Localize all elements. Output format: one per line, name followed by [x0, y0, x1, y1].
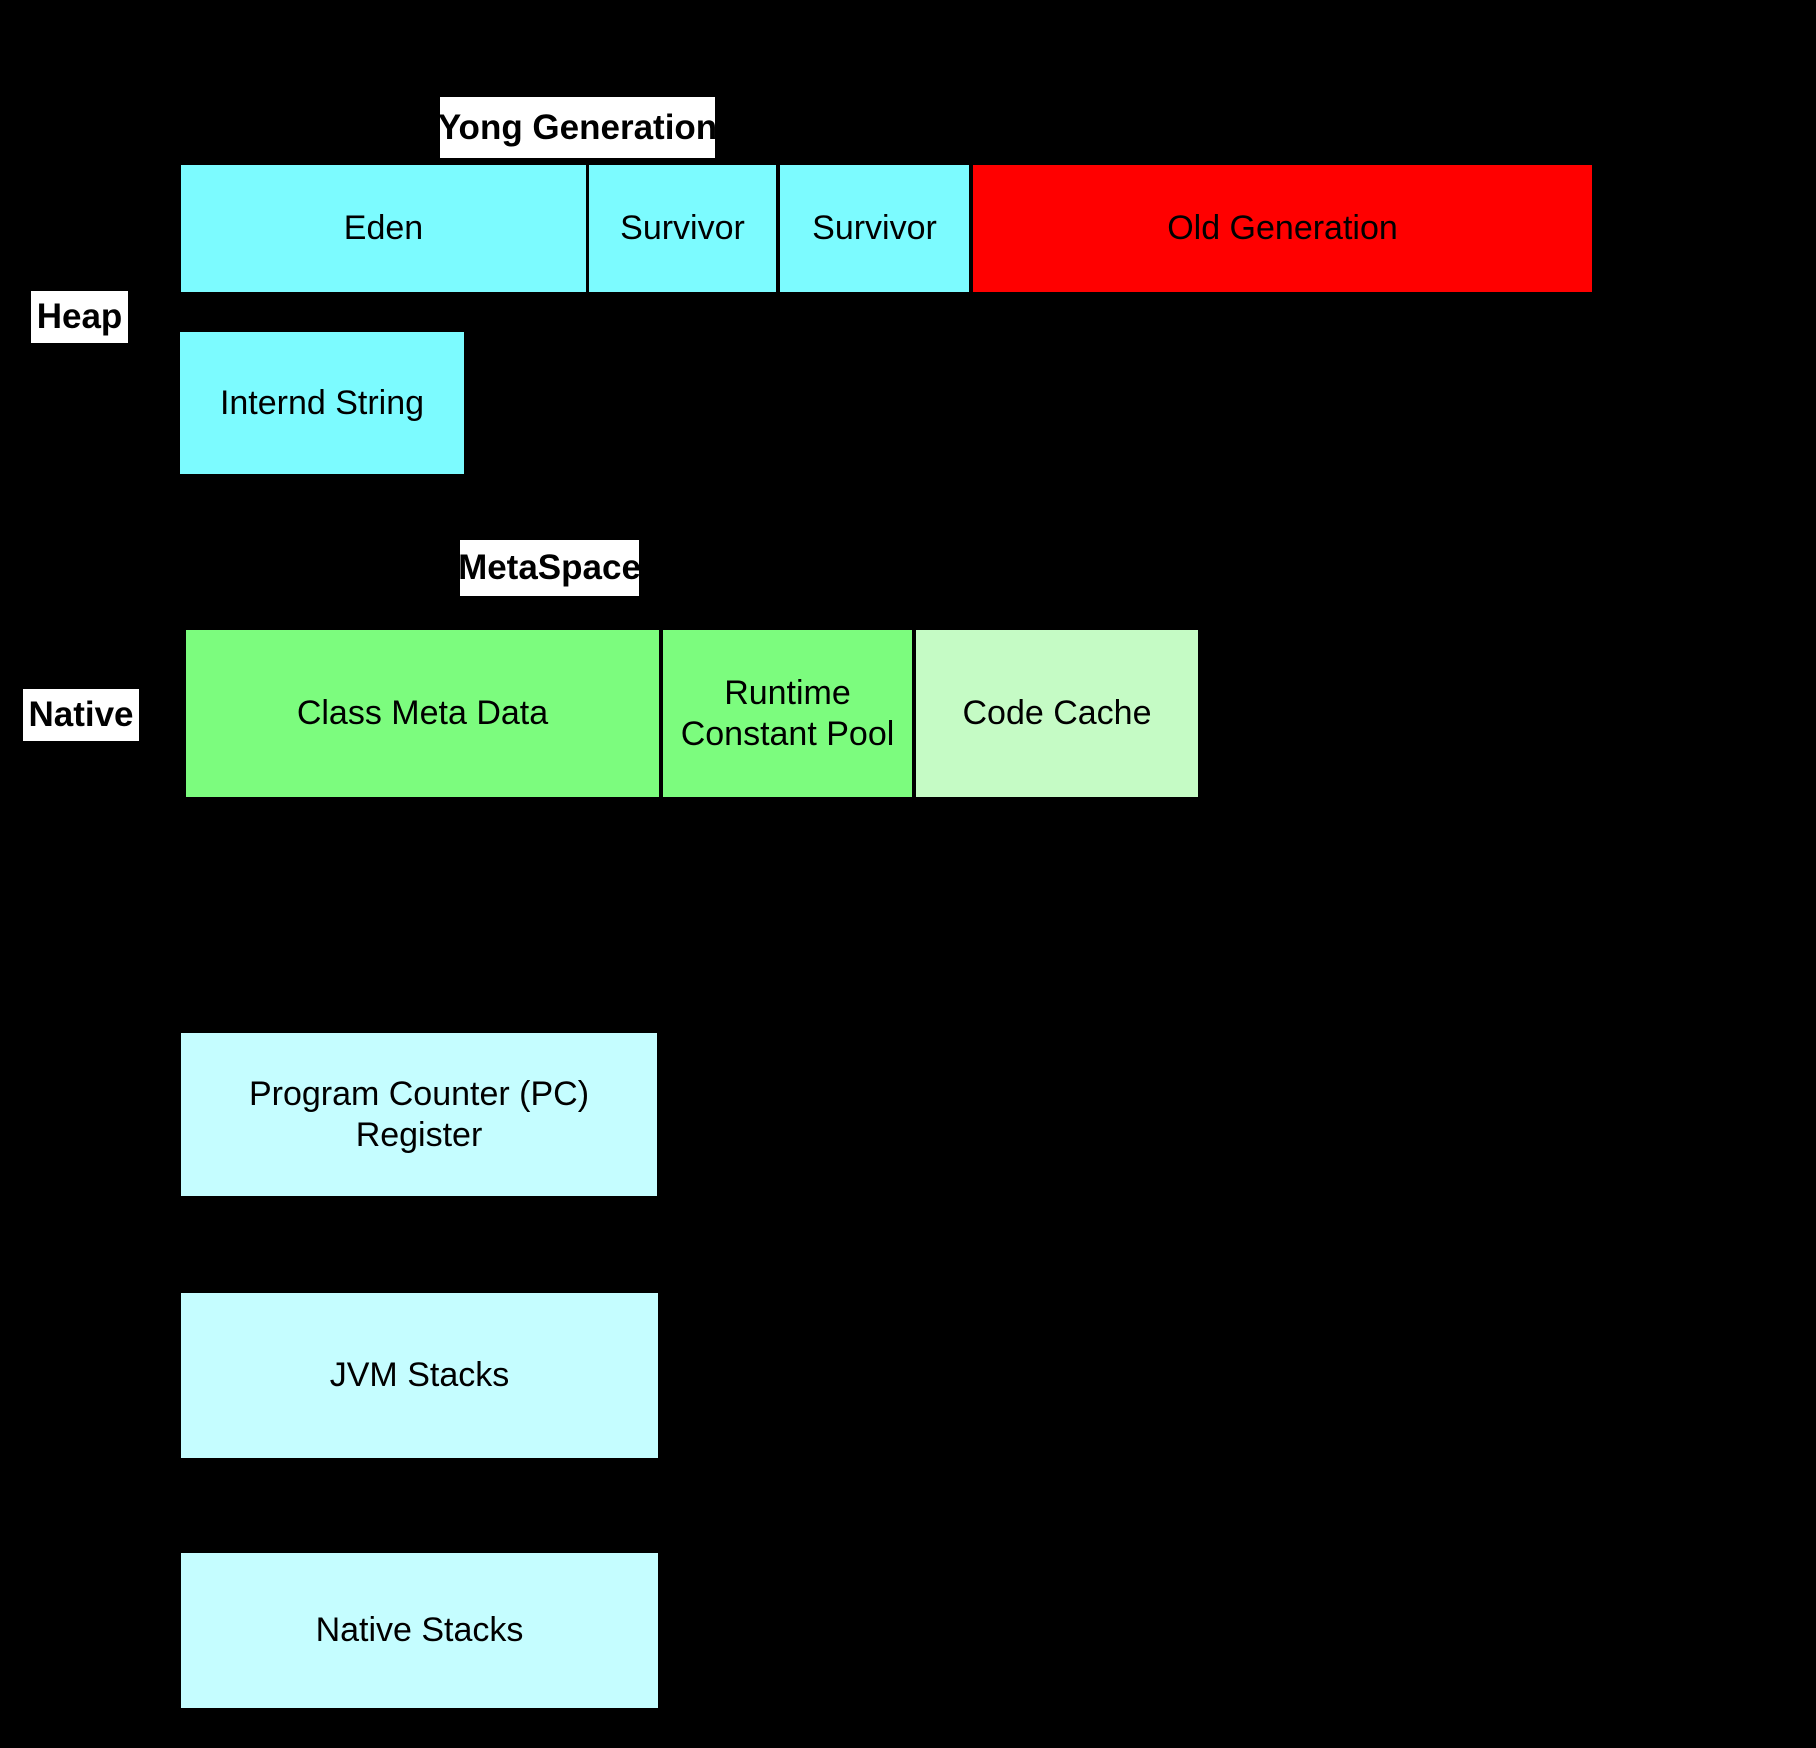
native-label: Native [23, 689, 139, 741]
runtime-constant-pool-box: Runtime Constant Pool [663, 630, 912, 797]
jvm-stacks-box: JVM Stacks [181, 1293, 658, 1458]
program-counter-register-box: Program Counter (PC) Register [181, 1033, 657, 1196]
survivor-left-box: Survivor [589, 165, 776, 292]
native-stacks-box: Native Stacks [181, 1553, 658, 1708]
young-generation-label: Yong Generation [438, 97, 717, 158]
old-generation-box: Old Generation [973, 165, 1592, 292]
code-cache-box: Code Cache [916, 630, 1198, 797]
heap-label: Heap [31, 291, 128, 343]
metaspace-label: MetaSpace [458, 540, 641, 596]
class-meta-data-box: Class Meta Data [186, 630, 659, 797]
eden-box: Eden [181, 165, 586, 292]
internd-string-box: Internd String [180, 332, 464, 474]
survivor-right-box: Survivor [780, 165, 969, 292]
